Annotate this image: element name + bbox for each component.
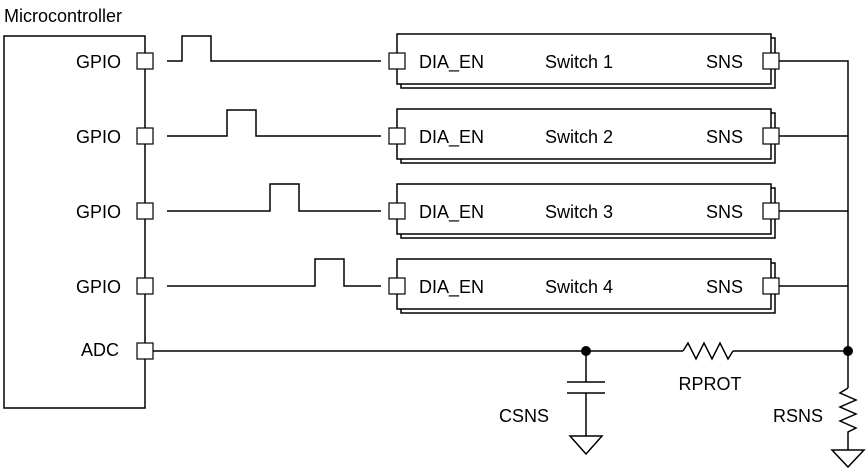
switch-1-sns-label: SNS bbox=[706, 52, 743, 72]
switch-4-dia-en-pin bbox=[388, 277, 406, 295]
switch-3-sns-pin bbox=[762, 202, 780, 220]
pulse-wire-3 bbox=[167, 183, 381, 212]
switch-1-body bbox=[396, 33, 772, 85]
adc-label: ADC bbox=[81, 340, 119, 360]
gpio-pin-2 bbox=[136, 127, 154, 145]
switch-2-name: Switch 2 bbox=[545, 127, 613, 147]
rprot-resistor bbox=[682, 341, 734, 361]
adc-pin bbox=[136, 342, 154, 360]
gpio-label-3: GPIO bbox=[76, 202, 121, 222]
gpio-pin-1 bbox=[136, 52, 154, 70]
mcu-title: Microcontroller bbox=[4, 6, 122, 26]
rsns-label: RSNS bbox=[773, 406, 823, 426]
mcu-block bbox=[3, 35, 146, 409]
rsns-ground-icon bbox=[830, 449, 866, 469]
rprot-label: RPROT bbox=[679, 374, 742, 394]
switch-1-sns-pin bbox=[762, 52, 780, 70]
switch-4-name: Switch 4 bbox=[545, 277, 613, 297]
switch-3: DIA_EN Switch 3 SNS bbox=[388, 183, 780, 239]
sns-bus bbox=[779, 60, 849, 388]
junction-dot-rsns bbox=[843, 346, 853, 356]
pulse-wire-1 bbox=[167, 35, 381, 62]
switch-1-dia-en-label: DIA_EN bbox=[419, 52, 484, 73]
switch-4: DIA_EN Switch 4 SNS bbox=[388, 258, 780, 314]
switch-3-dia-en-label: DIA_EN bbox=[419, 202, 484, 223]
csns-label: CSNS bbox=[499, 406, 549, 426]
switch-2: DIA_EN Switch 2 SNS bbox=[388, 108, 780, 164]
switch-1-name: Switch 1 bbox=[545, 52, 613, 72]
switch-2-dia-en-label: DIA_EN bbox=[419, 127, 484, 148]
rsns-resistor bbox=[838, 387, 858, 450]
gpio-label-1: GPIO bbox=[76, 52, 121, 72]
switch-2-dia-en-pin bbox=[388, 127, 406, 145]
pulse-wire-2 bbox=[167, 109, 381, 137]
switch-3-name: Switch 3 bbox=[545, 202, 613, 222]
switch-1-dia-en-pin bbox=[388, 52, 406, 70]
pulse-wire-4 bbox=[167, 258, 381, 287]
gpio-label-4: GPIO bbox=[76, 277, 121, 297]
switch-1: DIA_EN Switch 1 SNS bbox=[388, 33, 780, 89]
switch-4-sns-label: SNS bbox=[706, 277, 743, 297]
switch-2-sns-label: SNS bbox=[706, 127, 743, 147]
gpio-pin-3 bbox=[136, 202, 154, 220]
switch-4-dia-en-label: DIA_EN bbox=[419, 277, 484, 298]
switch-3-sns-label: SNS bbox=[706, 202, 743, 222]
switch-3-dia-en-pin bbox=[388, 202, 406, 220]
switch-2-sns-pin bbox=[762, 127, 780, 145]
gpio-label-2: GPIO bbox=[76, 127, 121, 147]
switch-4-sns-pin bbox=[762, 277, 780, 295]
gpio-pin-4 bbox=[136, 277, 154, 295]
csns-ground-icon bbox=[568, 435, 604, 456]
